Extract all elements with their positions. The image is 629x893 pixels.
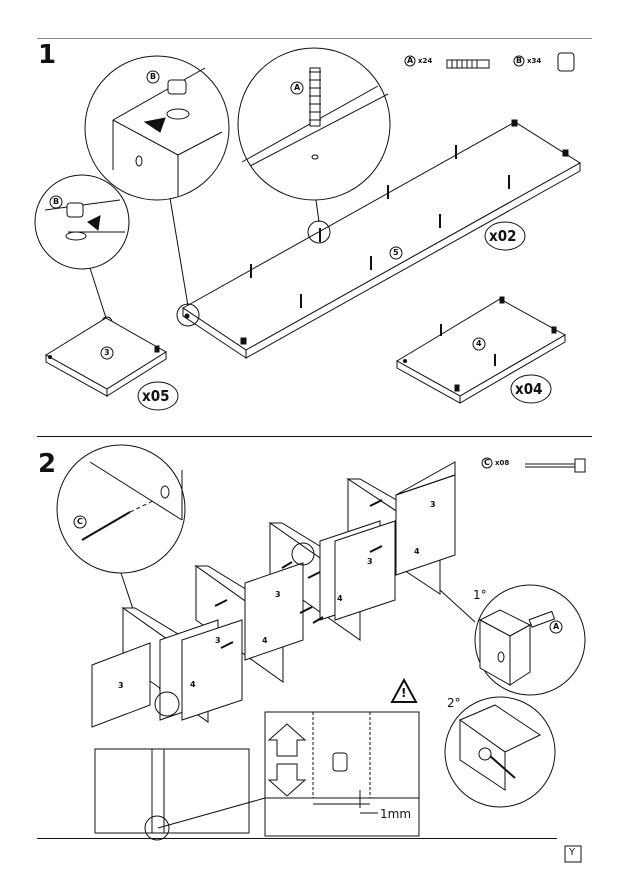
long-panel-qty: x02 xyxy=(489,227,517,245)
part-4-c: 4 xyxy=(337,594,343,603)
part-3-d: 3 xyxy=(367,557,373,566)
step-2-number: 2 xyxy=(38,449,57,479)
hardware-a-letter: A xyxy=(407,56,414,65)
detail-screw-letter: C xyxy=(77,517,83,526)
long-panel-5 xyxy=(182,119,581,359)
detail-cam-top-letter: B xyxy=(150,72,157,81)
hardware-a-qty: x24 xyxy=(418,57,433,65)
bottom-rule xyxy=(37,838,557,839)
detail-cam-side-letter: B xyxy=(53,197,60,206)
part-4-b: 4 xyxy=(262,636,268,645)
part-5-label: 5 xyxy=(393,248,399,257)
footer-logo: Y xyxy=(569,847,576,858)
medium-panel-qty: x04 xyxy=(515,380,543,398)
step-1-number: 1 xyxy=(38,40,57,70)
part-4-label: 4 xyxy=(476,339,482,348)
section-divider xyxy=(37,436,592,437)
top-rule xyxy=(37,38,592,39)
part-4-a: 4 xyxy=(190,680,196,689)
part-3-label: 3 xyxy=(104,348,110,357)
hardware-c-qty: x08 xyxy=(495,459,510,467)
hardware-c-letter: C xyxy=(484,458,490,467)
part-3-e: 3 xyxy=(430,500,436,509)
part-4-d: 4 xyxy=(414,547,420,556)
order-label-first: 1° xyxy=(473,588,487,602)
gap-label: 1mm xyxy=(380,807,412,821)
small-panel-qty: x05 xyxy=(142,387,170,405)
part-3-b: 3 xyxy=(215,636,221,645)
detail-dowel-letter: A xyxy=(294,83,301,92)
warning-icon: ! xyxy=(401,686,407,700)
hardware-b-qty: x34 xyxy=(527,57,542,65)
order-label-second: 2° xyxy=(447,696,461,710)
part-3-a: 3 xyxy=(118,681,124,690)
hardware-b-letter: B xyxy=(516,56,523,65)
part-3-c: 3 xyxy=(275,590,281,599)
detail-dowel-right-letter: A xyxy=(553,622,560,631)
